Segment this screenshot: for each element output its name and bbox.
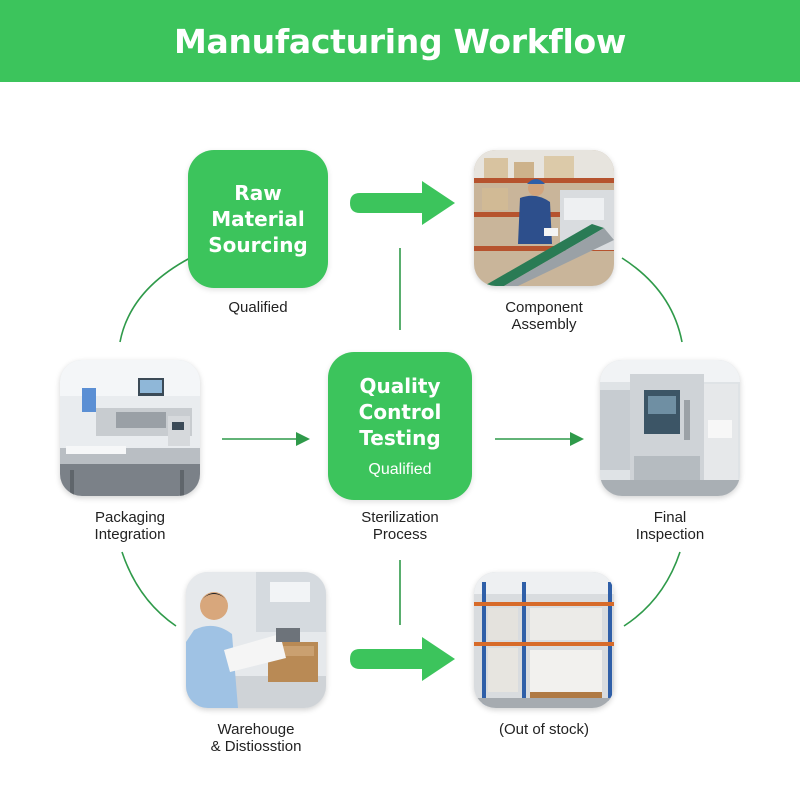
raw-material-sourcing-title: Raw Material Sourcing xyxy=(208,181,308,257)
worker-with-parcel-photo xyxy=(186,572,326,708)
packaging-integration-caption: Packaging Integration xyxy=(94,509,166,543)
component-assembly-caption: Component Assembly xyxy=(505,299,583,333)
quality-control-testing-title: Quality Control Testing xyxy=(358,374,442,450)
header-banner: Manufacturing Workflow xyxy=(0,0,800,82)
packaging-machine-photo xyxy=(60,360,200,496)
arc-top-right xyxy=(621,257,683,343)
warehouse-pallets-photo xyxy=(474,572,614,708)
quality-control-status: Qualified xyxy=(368,461,432,478)
arc-bottom-left xyxy=(121,551,177,627)
conveyor-worker-photo xyxy=(474,150,614,286)
arrowhead-qc-to-inspection xyxy=(570,432,584,446)
arc-top-left xyxy=(119,257,191,343)
raw-material-caption: Qualified xyxy=(228,299,288,316)
page-title: Manufacturing Workflow xyxy=(173,21,627,61)
arrow-raw-to-assembly xyxy=(350,181,455,225)
arc-bottom-right xyxy=(623,551,681,627)
raw-material-sourcing-box: Raw Material Sourcing xyxy=(188,150,328,288)
arrow-warehouse-to-stock xyxy=(350,637,455,681)
final-inspection-caption: Final Inspection xyxy=(635,509,705,543)
sterilization-process-caption: Sterilization Process xyxy=(361,509,439,543)
test-chamber-photo xyxy=(600,360,740,496)
arrowhead-packaging-to-qc xyxy=(296,432,310,446)
out-of-stock-caption: (Out of stock) xyxy=(498,721,590,738)
quality-control-testing-box: Quality Control Testing Qualified xyxy=(328,352,472,500)
warehouse-distribution-caption: Warehouge & Distiosstion xyxy=(210,721,302,755)
